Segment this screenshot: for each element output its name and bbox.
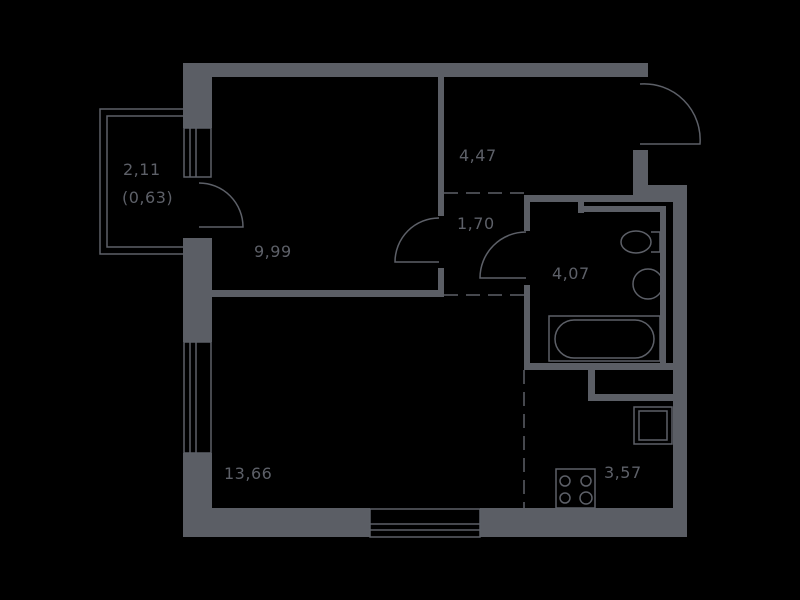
living-room-area-label: 13,66 xyxy=(224,464,273,483)
fixtures xyxy=(99,83,701,538)
entrance-door xyxy=(639,83,701,145)
balcony-area-label: 2,11 xyxy=(123,160,161,179)
balcony-door xyxy=(198,182,244,228)
kitchen-sink xyxy=(633,406,673,445)
stove xyxy=(555,468,596,509)
bathtub xyxy=(548,315,661,362)
kitchen-area-label: 3,57 xyxy=(604,463,642,482)
bathroom-area-label: 4,07 xyxy=(552,264,590,283)
bathroom-door xyxy=(479,231,527,279)
bedroom-door xyxy=(394,217,440,263)
hallway-area-label: 4,47 xyxy=(459,146,497,165)
sink xyxy=(632,268,664,300)
toilet xyxy=(620,230,652,254)
bottom-window xyxy=(369,508,481,538)
corridor-area-label: 1,70 xyxy=(457,214,495,233)
balcony-reduced-area-label: (0,63) xyxy=(122,188,174,207)
living-window xyxy=(183,341,212,454)
balcony-window xyxy=(183,127,212,178)
balcony-outline xyxy=(99,108,183,255)
bedroom-area-label: 9,99 xyxy=(254,242,292,261)
walls xyxy=(183,63,687,537)
